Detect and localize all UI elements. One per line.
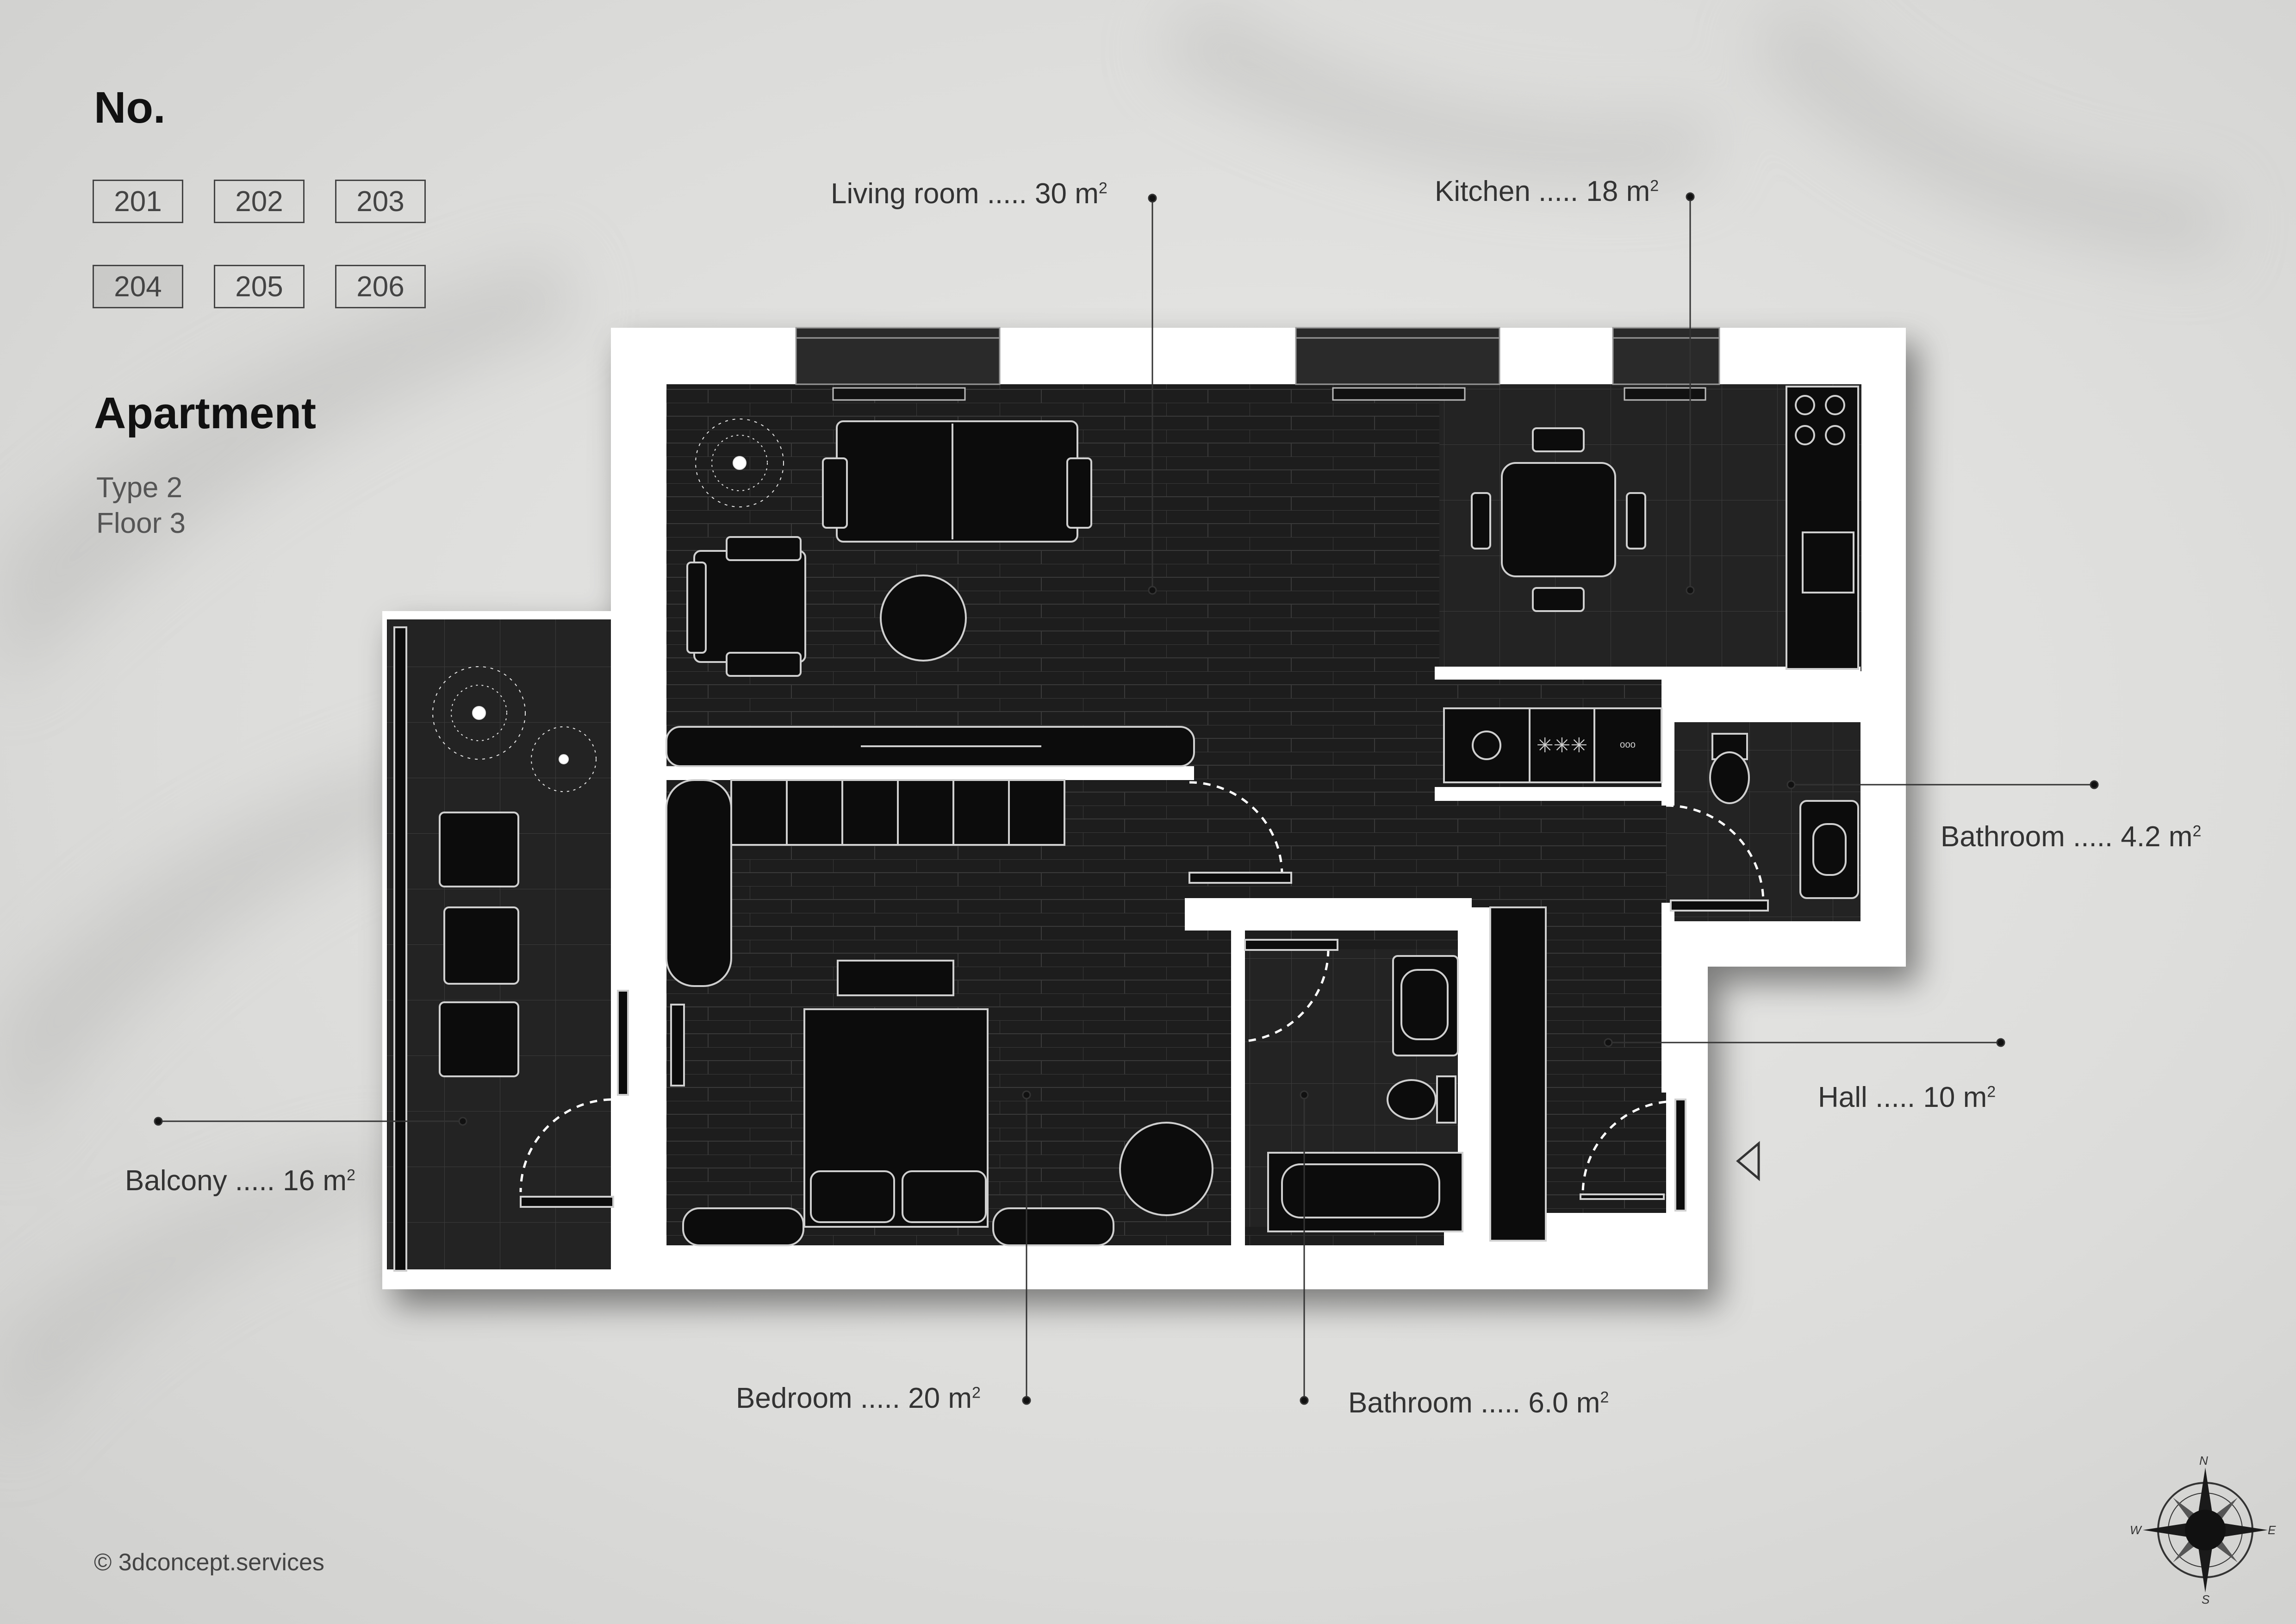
bath-large-fixtures: [1267, 906, 1547, 1242]
bedroom-furniture: [666, 779, 1213, 1246]
unit-selector: 201 202 203 204 205 206: [93, 180, 435, 314]
hall-label: Hall ..... 10 m2: [1818, 1081, 1996, 1113]
label-leaders: [154, 192, 2099, 1405]
kitchen-furniture: [1443, 386, 1859, 783]
compass-w: W: [2130, 1523, 2141, 1537]
apartment-title: Apartment: [94, 388, 317, 438]
unit-205-button[interactable]: 205: [214, 265, 305, 308]
balcony-furniture: [393, 626, 519, 1272]
unit-number-heading: No.: [94, 83, 166, 132]
door-leaves: [520, 872, 1769, 1212]
compass-n: N: [2199, 1454, 2208, 1468]
balcony-label: Balcony ..... 16 m2: [125, 1165, 355, 1197]
unit-201-button[interactable]: 201: [93, 180, 183, 223]
unit-203-button[interactable]: 203: [335, 180, 426, 223]
compass-icon: [2143, 1468, 2268, 1593]
unit-206-button[interactable]: 206: [335, 265, 426, 308]
radiators: [832, 387, 1706, 401]
bath-small-fixtures: [1709, 733, 1859, 899]
windows: [795, 327, 1720, 385]
living-room-label: Living room ..... 30 m2: [831, 178, 1108, 210]
compass-s: S: [2202, 1593, 2210, 1606]
burner-icon: ᵒᵒᵒ: [1620, 739, 1636, 754]
interior-walls: [611, 328, 1860, 1289]
apartment-type: Type 2: [96, 472, 183, 504]
apartment-floor: Floor 3: [96, 507, 186, 539]
unit-202-button[interactable]: 202: [214, 180, 305, 223]
bedroom-label: Bedroom ..... 20 m2: [736, 1382, 981, 1414]
entrance-arrow-icon: [1736, 1141, 1760, 1181]
door-swings: [519, 781, 1765, 1195]
copyright: © 3dconcept.services: [94, 1549, 324, 1576]
living-furniture: [666, 420, 1195, 767]
compass-e: E: [2268, 1523, 2276, 1537]
plant-icon: [432, 418, 784, 792]
bathroom-small-label: Bathroom ..... 4.2 m2: [1941, 821, 2202, 853]
bathroom-large-label: Bathroom ..... 6.0 m2: [1348, 1387, 1609, 1419]
kitchen-label: Kitchen ..... 18 m2: [1435, 175, 1659, 207]
unit-204-button[interactable]: 204: [93, 265, 183, 308]
hob-icon: ✳✳✳: [1537, 734, 1588, 757]
